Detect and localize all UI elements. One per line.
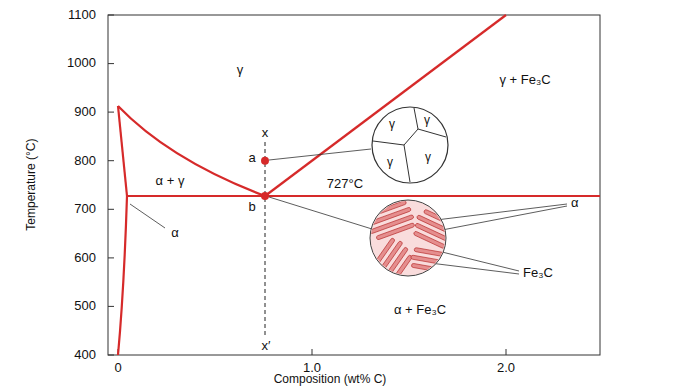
composition-line [265,142,266,338]
phase-label: α + Fe₃C [394,303,446,317]
axis-ticks [108,15,506,355]
axis-title: Composition (wt% C) [274,373,387,386]
phase-label: α + γ [156,174,185,188]
tick-label: 700 [74,202,96,216]
plot-frame [108,15,600,355]
point-label: x [262,126,269,140]
leader-lines [130,149,567,274]
phase-label: γ [237,63,244,77]
grain-outline [370,105,450,185]
phase-label: α [171,226,179,240]
point-label: a [248,151,255,165]
point-a [261,157,269,165]
grain-label: γ [424,114,430,127]
tick-label: 600 [74,251,96,265]
tick-label: 900 [74,105,96,119]
axis-title: Temperature (°C) [25,139,38,231]
grain-label: γ [387,156,393,169]
tick-label: 500 [74,299,96,313]
phase-callout: α [571,196,579,210]
point-b [261,192,269,200]
phase-boundaries [118,15,600,355]
tick-label: 2.0 [497,361,515,375]
grain-label: γ [389,118,395,131]
tick-label: 400 [74,348,96,362]
pearlite-microstructure [362,199,458,288]
tick-label: 1000 [67,56,96,70]
point-label: b [248,200,255,214]
phase-callout: Fe₃C [523,266,553,280]
grain-label: γ [425,151,431,164]
tick-label: 0 [114,361,121,375]
tick-label: 1100 [68,8,96,22]
point-label: x′ [262,339,271,353]
tick-label: 800 [74,154,96,168]
austenite-grain-circle: γ γ γ γ [370,105,450,185]
phase-label: γ + Fe₃C [499,73,550,87]
temperature-label: 727°C [327,177,363,191]
